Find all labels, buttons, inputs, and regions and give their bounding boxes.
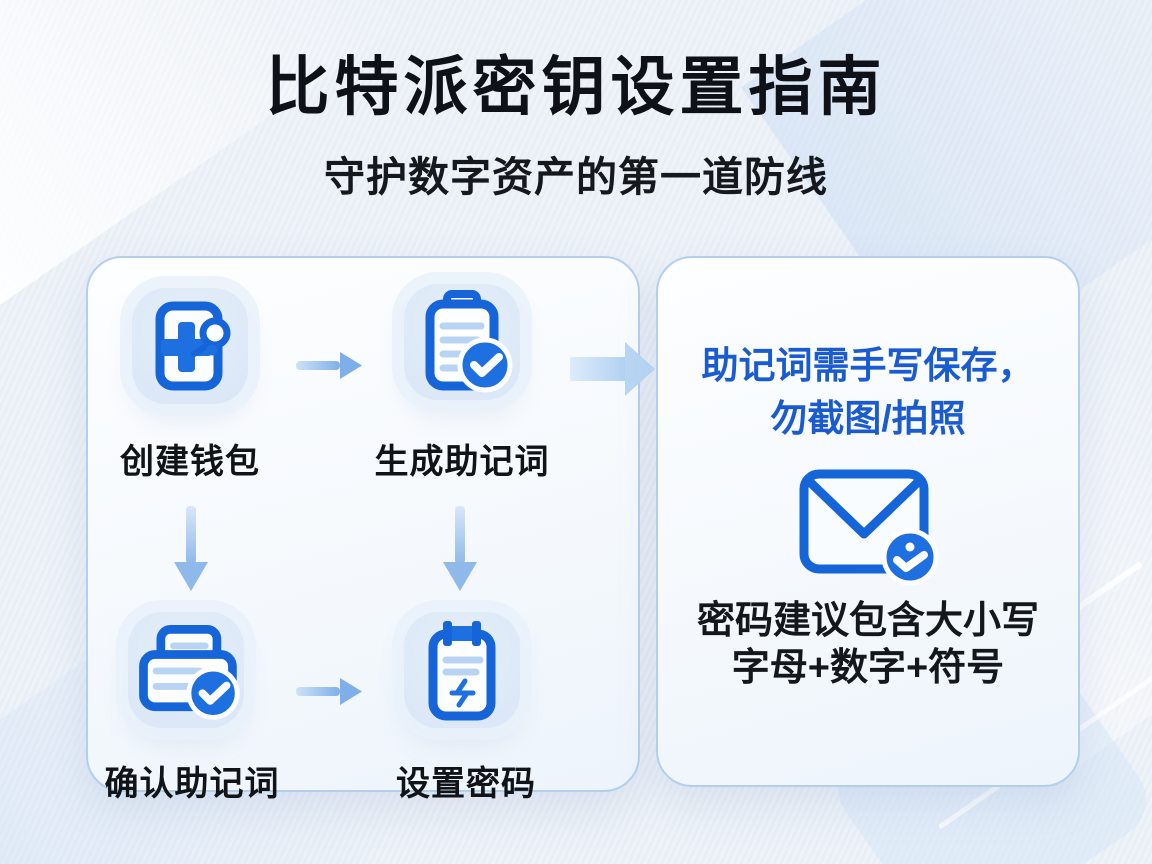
mnemonic-tip-line1: 助记词需手写保存， (701, 345, 1035, 386)
envelope-check-icon (796, 462, 946, 592)
flow-card: 创建钱包 生成助记词 (86, 256, 640, 803)
page-title: 比特派密钥设置指南 (265, 51, 887, 123)
mnemonic-tip-text: 助记词需手写保存， 勿截图/拍照 (658, 340, 1078, 445)
password-tip-line2: 字母+数字+符号 (731, 647, 1005, 690)
step-label-create-wallet: 创建钱包 (120, 443, 260, 481)
step-generate-mnemonic-tile (404, 284, 520, 400)
arrow-down-icon (443, 506, 477, 591)
documents-check-icon (139, 625, 240, 720)
step-set-password-tile (404, 612, 520, 728)
arrow-down-icon (174, 506, 208, 591)
arrow-right-icon (296, 678, 362, 705)
flow-to-tips-arrow-icon (570, 342, 655, 396)
wallet-add-icon (155, 301, 231, 391)
step-label-generate-mnemonic: 生成助记词 (374, 443, 550, 481)
page-subtitle: 守护数字资产的第一道防线 (324, 154, 828, 200)
step-confirm-mnemonic-tile (128, 612, 244, 728)
step-label-confirm-mnemonic: 确认助记词 (104, 765, 280, 803)
step-label-set-password: 设置密码 (396, 765, 536, 803)
clipboard-password-icon (428, 621, 496, 721)
tips-card: 助记词需手写保存， 勿截图/拍照 密码建议包含大小写 字母+数字+符号 (656, 256, 1080, 787)
password-tip-line1: 密码建议包含大小写 (696, 600, 1039, 642)
password-tip-text: 密码建议包含大小写 字母+数字+符号 (658, 598, 1078, 692)
clipboard-check-icon (425, 290, 513, 393)
mnemonic-tip-line2: 勿截图/拍照 (770, 397, 966, 439)
arrow-right-icon (296, 352, 362, 379)
step-create-wallet-tile (132, 288, 248, 404)
